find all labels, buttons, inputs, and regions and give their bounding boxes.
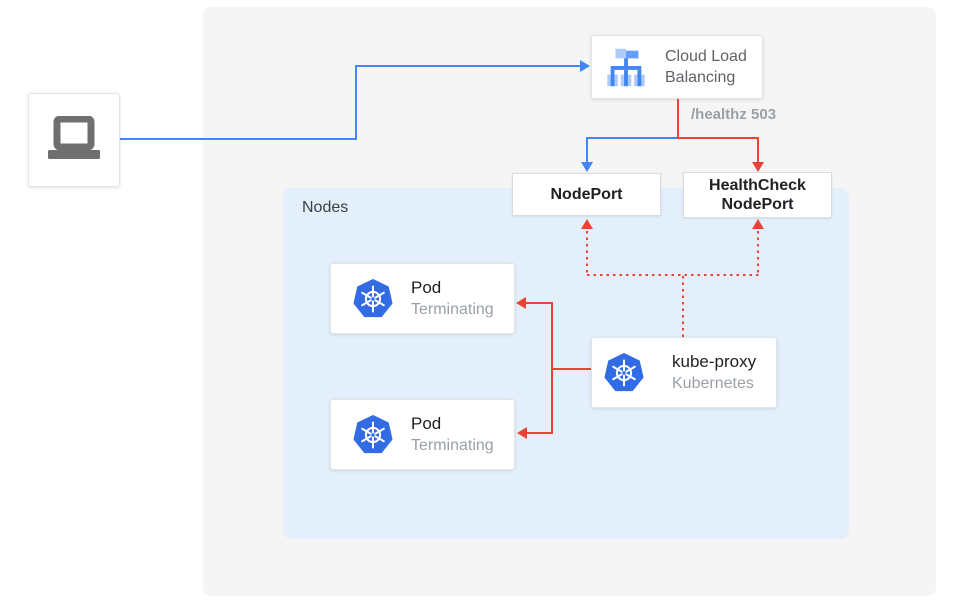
- connector-branch-red-h: [677, 137, 759, 139]
- nodeport-box: NodePort: [512, 173, 661, 216]
- connector-dotted-h: [587, 274, 759, 276]
- connector-kubeproxy-up-dotted: [682, 276, 684, 337]
- connector-lb-healthcheck-v: [677, 99, 679, 139]
- pod-box-1: Pod Terminating: [330, 263, 515, 334]
- kube-proxy-box: kube-proxy Kubernetes: [591, 337, 777, 408]
- load-balancer-label: Cloud Load Balancing: [665, 48, 747, 86]
- arrowhead-into-pod1: [516, 297, 526, 309]
- arrowhead-into-nodeport: [581, 162, 593, 172]
- pod-status: Terminating: [411, 437, 494, 454]
- connector-dotted-to-healthcheck-nodeport: [757, 231, 759, 276]
- load-balancer-box: Cloud Load Balancing: [591, 35, 763, 99]
- kube-proxy-subtitle: Kubernetes: [672, 375, 754, 392]
- pod-title: Pod: [411, 278, 442, 297]
- pod-title: Pod: [411, 414, 442, 433]
- connector-client-to-lb-h2: [355, 65, 581, 67]
- pod-status: Terminating: [411, 301, 494, 318]
- healthcheck-nodeport-box: HealthCheck NodePort: [683, 172, 832, 218]
- connector-client-to-lb-h1: [120, 138, 356, 140]
- connector-dotted-to-nodeport: [586, 231, 588, 276]
- connector-client-to-lb-v: [355, 65, 357, 140]
- connector-branch-blue-h: [586, 137, 678, 139]
- arrowhead-into-healthcheck-nodeport: [752, 162, 764, 172]
- pod-box-2: Pod Terminating: [330, 399, 515, 470]
- nodes-panel-label: Nodes: [302, 199, 349, 216]
- healthz-status-label: /healthz 503: [691, 106, 777, 123]
- kubernetes-icon: [353, 278, 393, 319]
- kube-proxy-title: kube-proxy: [672, 352, 757, 371]
- cloud-load-balancing-icon: [603, 44, 649, 90]
- kubernetes-icon: [353, 414, 393, 455]
- healthcheck-nodeport-label-line2: NodePort: [721, 196, 794, 213]
- arrowhead-dotted-into-healthcheck-nodeport: [752, 219, 764, 229]
- connector-branch-red-v: [757, 139, 759, 163]
- connector-pods-v: [551, 302, 553, 434]
- arrowhead-into-pod2: [517, 427, 527, 439]
- connector-to-pod1-h: [526, 302, 553, 304]
- arrowhead-into-load-balancer: [580, 60, 590, 72]
- nodeport-label: NodePort: [550, 186, 623, 203]
- healthcheck-nodeport-label-line1: HealthCheck: [709, 177, 806, 194]
- connector-kubeproxy-left-h: [551, 368, 591, 370]
- connector-to-pod2-h: [527, 432, 553, 434]
- kubernetes-icon: [604, 352, 644, 393]
- client-box: [28, 93, 120, 187]
- laptop-icon: [45, 116, 103, 164]
- arrowhead-dotted-into-nodeport: [581, 219, 593, 229]
- connector-branch-blue-v: [586, 139, 588, 163]
